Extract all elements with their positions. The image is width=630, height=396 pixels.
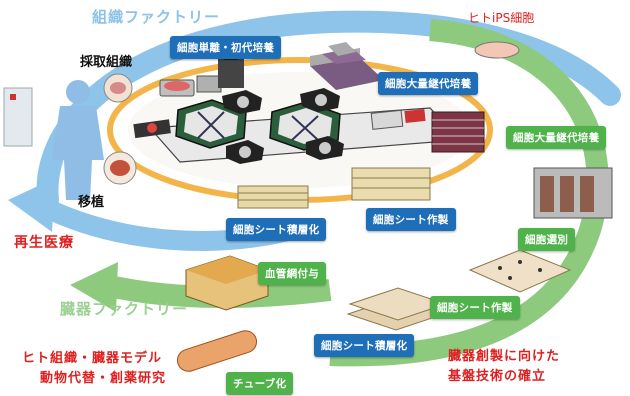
cell-mass-subculture-green-label: 細胞大量継代培養 [506, 126, 607, 149]
cell-sheet-fabrication-green-label: 細胞シート作製 [430, 296, 520, 319]
blue-arrowhead [8, 178, 55, 232]
cell-mass-subculture-label: 細胞大量継代培養 [378, 72, 479, 95]
green-cycle-arrow [329, 19, 609, 367]
regenerative-medicine-label: 再生医療 [14, 235, 74, 251]
organ-fabrication-line1: 臓器創製に向けた [448, 349, 561, 364]
cell-sheet-stacking-label: 細胞シート積層化 [226, 218, 327, 241]
vascular-network-label: 血管網付与 [258, 262, 326, 285]
lab-equipment [159, 41, 613, 372]
tissue-factory-heading: 組織ファクトリー [92, 8, 221, 26]
single-cell-primary-culture-label: 細胞単離・初代培養 [170, 36, 282, 59]
automation-board [133, 88, 462, 164]
transplant-label: 移植 [78, 195, 105, 210]
human-tissue-model-line1: ヒト組織・臓器モデル [22, 351, 163, 366]
green-arrowhead [70, 262, 118, 312]
collect-tissue-label: 採取組織 [80, 55, 133, 70]
cell-sheet-fabrication-label: 細胞シート作製 [366, 208, 456, 231]
human-ips-label: ヒトiPS細胞 [468, 11, 535, 25]
organ-fabrication-line2: 基盤技術の確立 [448, 369, 547, 384]
organ-factory-heading: 臓器ファクトリー [60, 300, 189, 318]
cell-selection-label: 細胞選別 [518, 228, 576, 251]
human-tissue-model-line2: 動物代替・創薬研究 [40, 371, 167, 386]
tubularization-label: チューブ化 [226, 372, 294, 395]
patient-figure [3, 80, 104, 200]
cell-sheet-stacking-2-label: 細胞シート積層化 [314, 334, 415, 357]
